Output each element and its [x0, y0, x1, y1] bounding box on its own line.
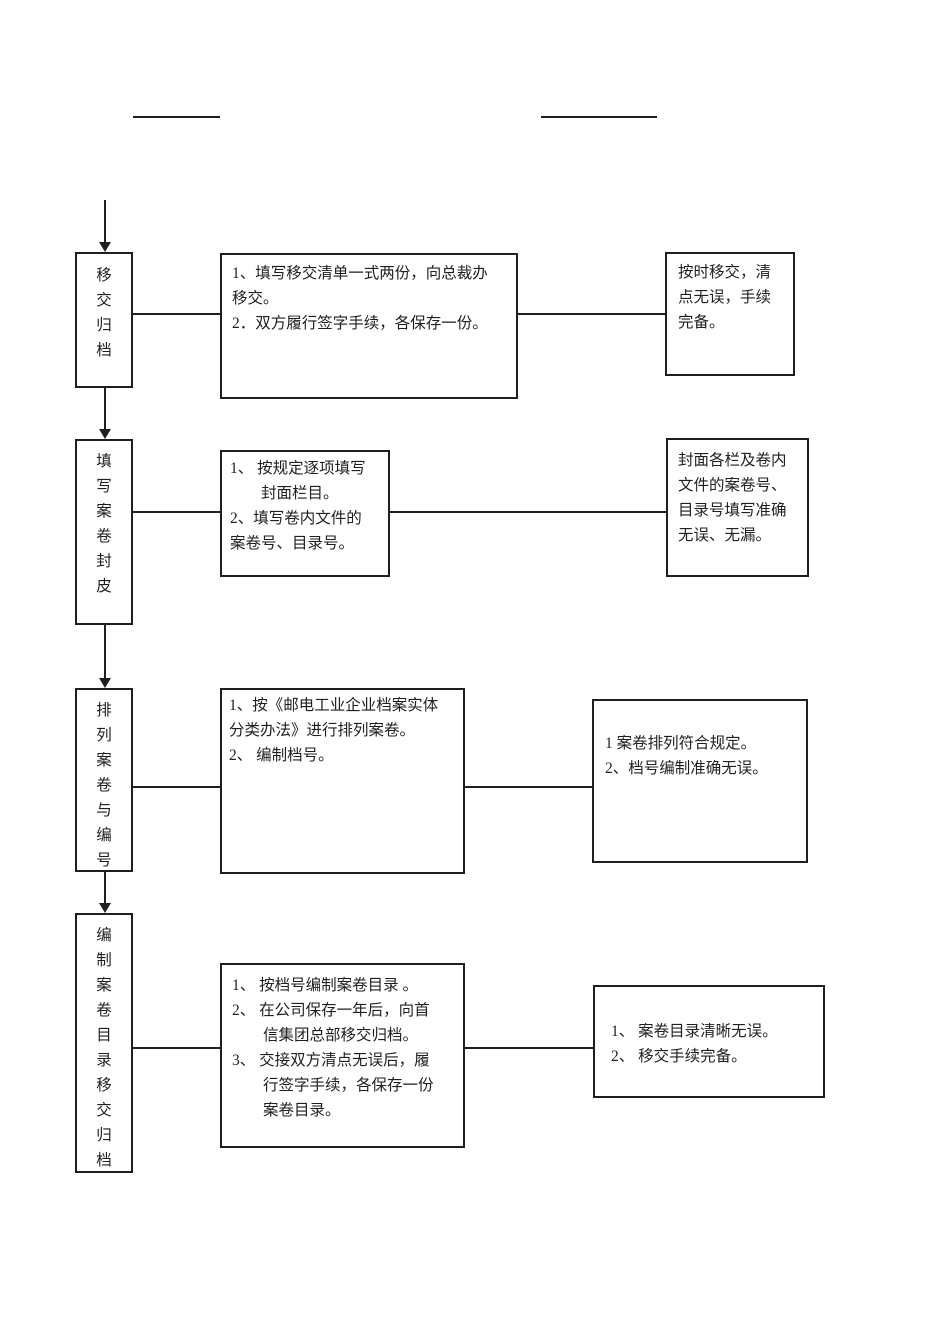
standard-text-1: 按时移交，清 点无误，手续 完备。	[678, 264, 772, 331]
standard-box-4: 1、 案卷目录清晰无误。 2、 移交手续完备。	[593, 985, 825, 1098]
flow-arrow-head-icon	[99, 242, 111, 252]
tasks-text-1: 1、填写移交清单一式两份，向总裁办 移交。 2．双方履行签字手续，各保存一份。	[232, 265, 488, 332]
connector-stage-tasks-1	[133, 313, 220, 315]
flow-arrow-head-icon	[99, 903, 111, 913]
tasks-box-4: 1、 按档号编制案卷目录 。 2、 在公司保存一年后，向首 信集团总部移交归档。…	[220, 963, 465, 1148]
connector-stage-tasks-2	[133, 511, 220, 513]
standard-box-2: 封面各栏及卷内 文件的案卷号、 目录号填写准确 无误、无漏。	[666, 438, 809, 577]
flow-arrow-stem	[104, 872, 106, 903]
stage-box-3: 排列案卷与编号	[75, 688, 133, 872]
flow-arrow-stem	[104, 200, 106, 242]
blank-underline-left	[133, 116, 220, 118]
flow-arrow-stem	[104, 388, 106, 429]
stage-label-2: 填写案卷封皮	[96, 453, 112, 595]
tasks-text-3: 1、按《邮电工业企业档案实体 分类办法》进行排列案卷。 2、 编制档号。	[229, 697, 439, 764]
connector-tasks-standard-2	[390, 511, 666, 513]
tasks-text-4: 1、 按档号编制案卷目录 。 2、 在公司保存一年后，向首 信集团总部移交归档。…	[232, 977, 434, 1119]
standard-text-2: 封面各栏及卷内 文件的案卷号、 目录号填写准确 无误、无漏。	[678, 452, 787, 544]
stage-label-1: 移交归档	[96, 267, 112, 359]
standard-text-4: 1、 案卷目录清晰无误。 2、 移交手续完备。	[611, 1023, 778, 1065]
flow-arrow-head-icon	[99, 429, 111, 439]
stage-box-4: 编制案卷目录移交归档	[75, 913, 133, 1173]
tasks-text-2: 1、 按规定逐项填写 封面栏目。 2、填写卷内文件的 案卷号、目录号。	[230, 460, 366, 552]
blank-underline-right	[541, 116, 657, 118]
connector-tasks-standard-3	[465, 786, 593, 788]
stage-label-3: 排列案卷与编号	[96, 702, 112, 869]
connector-stage-tasks-4	[133, 1047, 220, 1049]
flow-arrow-stem	[104, 625, 106, 678]
standard-text-3: 1 案卷排列符合规定。 2、档号编制准确无误。	[605, 735, 768, 777]
stage-label-4: 编制案卷目录移交归档	[96, 927, 112, 1169]
connector-tasks-standard-1	[518, 313, 665, 315]
stage-box-2: 填写案卷封皮	[75, 439, 133, 625]
connector-tasks-standard-4	[465, 1047, 593, 1049]
connector-stage-tasks-3	[133, 786, 220, 788]
tasks-box-1: 1、填写移交清单一式两份，向总裁办 移交。 2．双方履行签字手续，各保存一份。	[220, 253, 518, 399]
standard-box-1: 按时移交，清 点无误，手续 完备。	[665, 252, 795, 376]
stage-box-1: 移交归档	[75, 252, 133, 388]
flow-arrow-head-icon	[99, 678, 111, 688]
tasks-box-3: 1、按《邮电工业企业档案实体 分类办法》进行排列案卷。 2、 编制档号。	[220, 688, 465, 874]
standard-box-3: 1 案卷排列符合规定。 2、档号编制准确无误。	[592, 699, 808, 863]
tasks-box-2: 1、 按规定逐项填写 封面栏目。 2、填写卷内文件的 案卷号、目录号。	[220, 450, 390, 577]
